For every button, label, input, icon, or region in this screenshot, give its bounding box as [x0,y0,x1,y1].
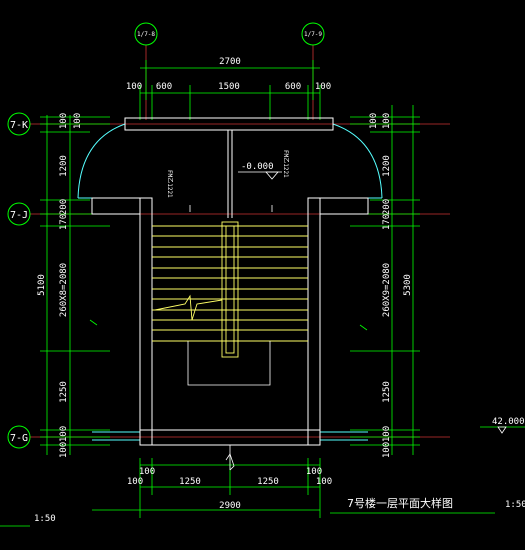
door-label-right: FM乙1221 [282,150,289,178]
dim-left-seg: 100 [59,442,69,458]
scale-right: 1:50 [505,500,525,510]
svg-text:1/7-9: 1/7-9 [304,31,322,38]
stair-run [152,221,308,358]
dim-right-seg: 100 [369,113,379,129]
side-elevation-marker: 42.000 [492,417,525,434]
dim-right-overall: 5300 [403,274,413,296]
dim-top-seg: 1500 [218,82,240,92]
dim-bottom-seg: 1250 [257,477,279,487]
svg-text:7-J: 7-J [10,210,28,221]
dim-top-seg: 100 [126,82,142,92]
svg-text:7-G: 7-G [10,433,28,444]
dimension-lines [0,60,525,527]
axis-bubble-1-7-9: 1/7-9 [301,22,325,46]
door-label-left: FM乙1221 [166,170,173,198]
dim-bottom-seg: 100 [127,477,143,487]
dim-left-seg: 260X8=2080 [59,263,69,317]
dim-right-seg: 100 [382,442,392,458]
dim-top-seg: 600 [285,82,301,92]
svg-text:42.000: 42.000 [492,417,525,427]
svg-text:1/7-8: 1/7-8 [137,31,155,38]
elevation-text: -0.000 [241,162,274,172]
dim-left-seg: 100 [73,113,83,129]
axis-bubble-7-g: 7-G [7,425,31,449]
dim-top-overall: 2700 [219,57,241,67]
door-markers [189,205,273,212]
canopy-arcs [77,123,383,441]
dim-left-seg: 170 [59,214,69,230]
dim-left-seg: 1250 [59,381,69,403]
dim-right-seg: 170 [382,214,392,230]
dim-right-seg: 1200 [382,155,392,177]
walls [91,117,369,446]
dim-top-seg: 600 [156,82,172,92]
drawing-title: 7号楼一层平面大样图 [347,496,453,510]
dim-left-seg: 100 [59,113,69,129]
dim-right-seg: 200 [382,199,392,215]
axis-bubble-7-k: 7-K [7,112,31,136]
axis-lines [30,45,450,438]
dim-bottom-seg: 100 [316,477,332,487]
dim-left-seg: 100 [59,426,69,442]
dim-left-overall: 5100 [37,274,47,296]
dim-bottom-overall: 2900 [219,501,241,511]
dim-bottom-seg: 100 [306,467,322,477]
dim-right-seg: 1250 [382,381,392,403]
dim-right-seg: 100 [382,426,392,442]
dim-left-seg: 200 [59,199,69,215]
axis-bubble-7-j: 7-J [7,202,31,226]
dim-right-seg: 100 [382,113,392,129]
dim-top-seg: 100 [315,82,331,92]
dim-left-seg: 1200 [59,155,69,177]
axis-bubble-1-7-8: 1/7-8 [134,22,158,46]
elevation-marker: -0.000 [238,162,282,180]
dim-right-seg: 260X9=2080 [382,263,392,317]
dim-bottom-seg: 100 [139,467,155,477]
scale-left: 1:50 [34,514,56,524]
svg-text:7-K: 7-K [10,120,28,131]
dim-bottom-seg: 1250 [179,477,201,487]
landing-outline [187,341,271,471]
